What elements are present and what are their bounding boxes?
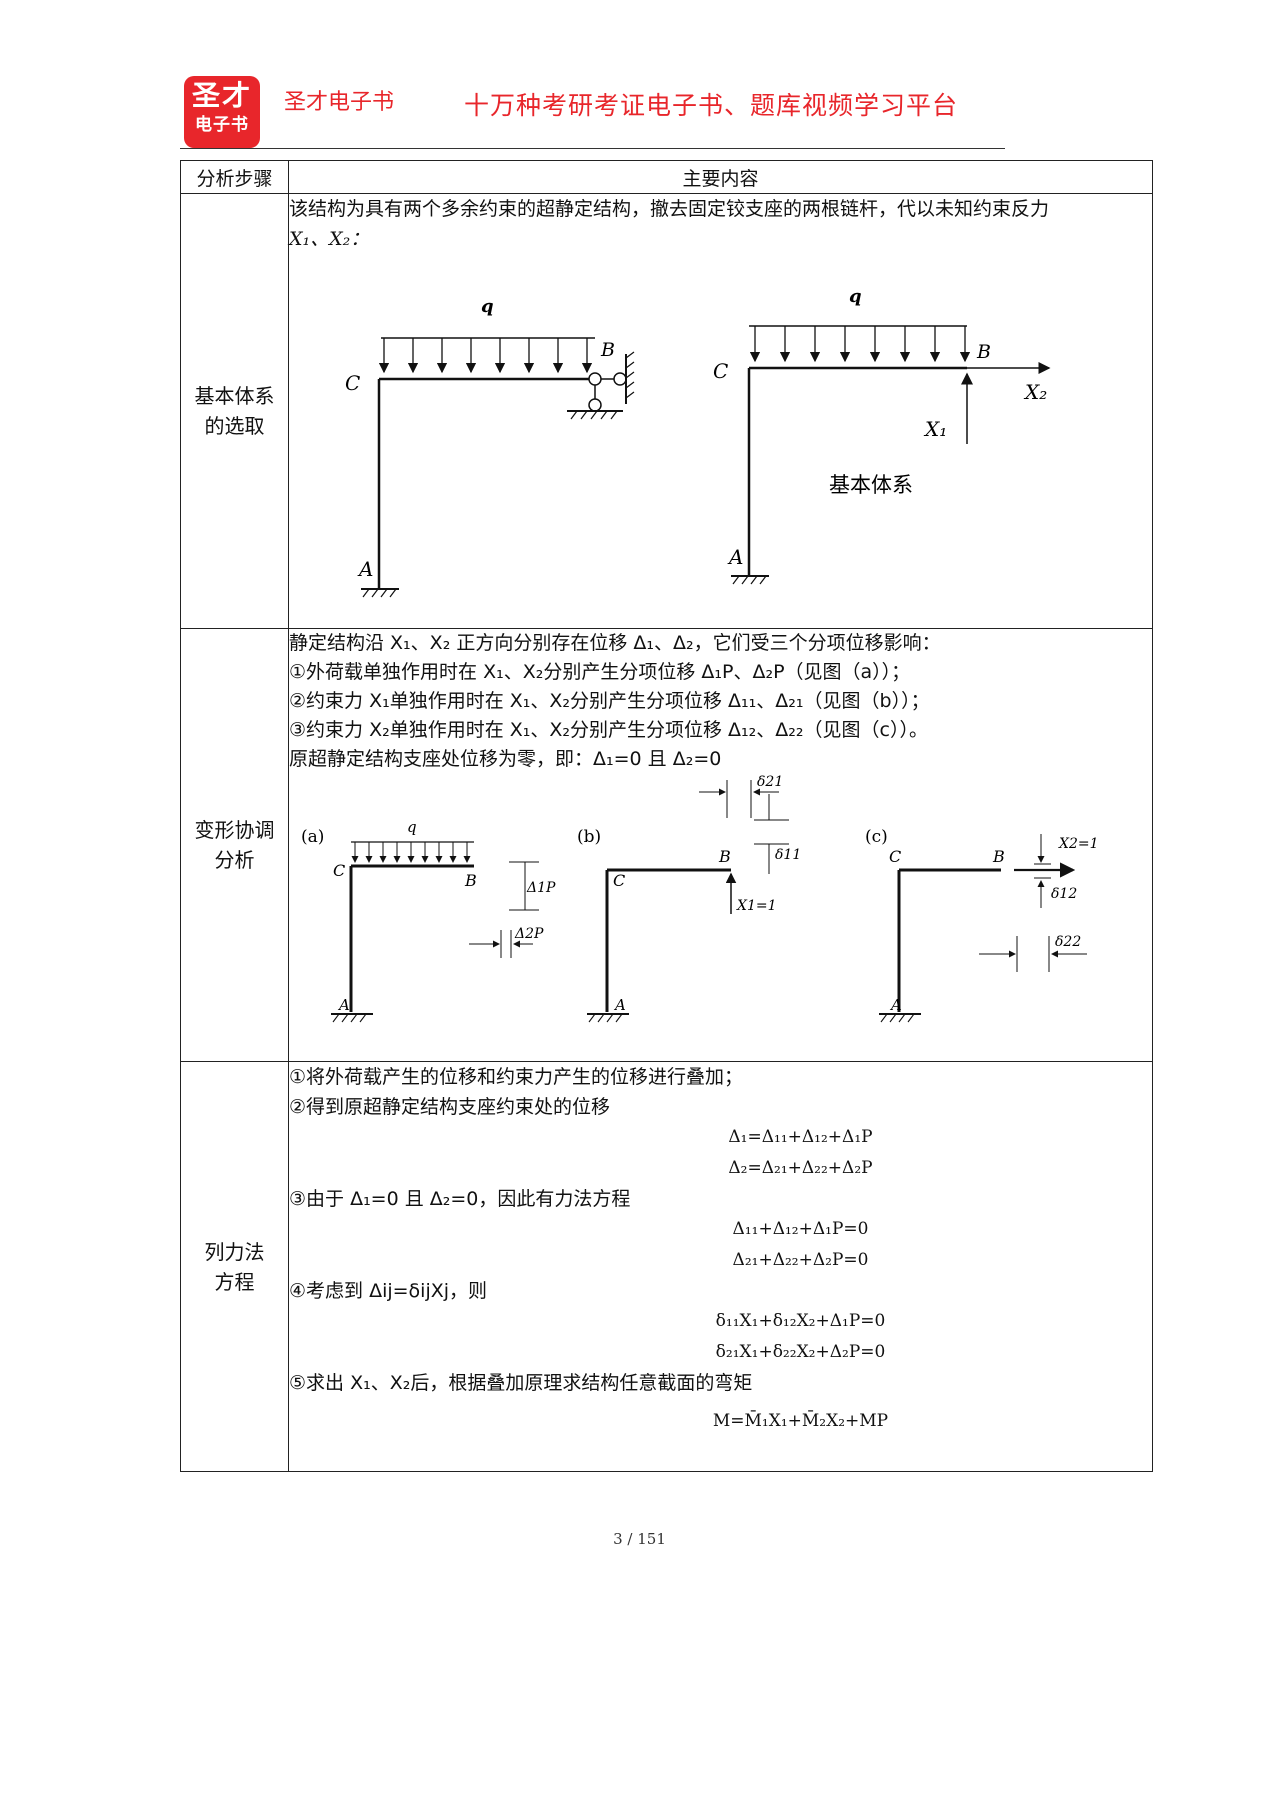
table-row: 列力法方程 ①将外荷载产生的位移和约束力产生的位移进行叠加； ②得到原超静定结构… (180, 1061, 1153, 1472)
fig-a-d2p: Δ2P (514, 926, 544, 942)
brand-name: 圣才电子书 (284, 90, 395, 115)
page-number: 3 / 151 (613, 1530, 666, 1548)
figure-a: (a) (301, 818, 556, 1023)
equation-5: δ₁₁X₁+δ₁₂X₂+Δ₁P=0 (715, 1311, 886, 1331)
page-header: 圣才 电子书 圣才电子书 十万种考研考证电子书、题库视频学习平台 (180, 72, 1005, 152)
right-x2-label: X₂ (1023, 380, 1047, 404)
left-a-label: A (357, 557, 373, 581)
fig-a-d1p: Δ1P (526, 880, 556, 896)
table-row: 基本体系的选取 该结构为具有两个多余约束的超静定结构，撤去固定铰支座的两根链杆，… (180, 193, 1153, 629)
row1-step-label: 基本体系的选取 (194, 384, 275, 438)
table-header-row: 分析步骤 主要内容 (180, 160, 1153, 194)
figure-c: (c) C B A X2=1 δ12 (865, 827, 1099, 1023)
fig-b-d21: δ21 (757, 774, 783, 790)
fig-a-b: B (464, 871, 477, 890)
row1-text1: 该结构为具有两个多余约束的超静定结构，撤去固定铰支座的两根链杆，代以未知约束反力 (289, 198, 1050, 220)
fig-a-q: q (407, 818, 417, 836)
deformation-figures: (a) (301, 774, 1099, 1023)
row2-step: 变形协调分析 (180, 628, 289, 1062)
fig-b-b: B (718, 847, 731, 866)
row2-line3: ②约束力 X₁单独作用时在 X₁、X₂分别产生分项位移 Δ₁₁、Δ₂₁（见图（b… (289, 690, 930, 712)
row3-s2: ②得到原超静定结构支座约束处的位移 (289, 1096, 611, 1118)
right-a-label: A (727, 545, 743, 569)
logo-line1: 圣才 (191, 79, 252, 112)
brand-logo: 圣才 电子书 (184, 76, 260, 148)
row1-content: 该结构为具有两个多余约束的超静定结构，撤去固定铰支座的两根链杆，代以未知约束反力… (288, 193, 1153, 629)
fig-c-d22: δ22 (1055, 934, 1081, 950)
fig-b-d11: δ11 (775, 847, 801, 863)
row3-s5: ⑤求出 X₁、X₂后，根据叠加原理求结构任意截面的弯矩 (289, 1372, 753, 1394)
equation-2: Δ₂=Δ₂₁+Δ₂₂+Δ₂P (728, 1158, 873, 1178)
row2-step-label: 变形协调分析 (194, 818, 275, 872)
row3-step: 列力法方程 (180, 1061, 289, 1472)
original-structure: q B C A (345, 296, 635, 598)
header-divider (180, 148, 1005, 149)
fig-b-tag: (b) (577, 827, 601, 847)
row2-line5: 原超静定结构支座处位移为零，即：Δ₁=0 且 Δ₂=0 (289, 748, 722, 770)
header-step: 分析步骤 (180, 160, 289, 194)
equation-7: M=M̄₁X₁+M̄₂X₂+MP (712, 1411, 889, 1431)
equation-6: δ₂₁X₁+δ₂₂X₂+Δ₂P=0 (715, 1342, 886, 1362)
fig-c-tag: (c) (865, 827, 888, 847)
logo-line2: 电子书 (195, 115, 249, 135)
right-c-label: C (713, 359, 728, 383)
analysis-table: 分析步骤 主要内容 基本体系的选取 该结构为具有两个多余约束的超静定结构，撤去固… (180, 160, 1153, 1472)
fig-c-a: A (889, 996, 902, 1014)
fig-b-x1: X1=1 (736, 898, 777, 914)
right-b-label: B (976, 341, 991, 363)
left-b-label: B (600, 339, 615, 361)
row3-s3: ③由于 Δ₁=0 且 Δ₂=0，因此有力法方程 (289, 1188, 631, 1210)
equation-1: Δ₁=Δ₁₁+Δ₁₂+Δ₁P (728, 1127, 873, 1147)
row3-s1: ①将外荷载产生的位移和约束力产生的位移进行叠加； (289, 1066, 744, 1088)
fig-a-c: C (333, 861, 345, 880)
right-x1-label: X₁ (923, 417, 947, 441)
fig-b-a: A (613, 996, 626, 1014)
header-slogan: 十万种考研考证电子书、题库视频学习平台 (464, 91, 959, 120)
row1-text2: X₁、X₂： (289, 228, 370, 250)
equation-3: Δ₁₁+Δ₁₂+Δ₁P=0 (732, 1219, 869, 1239)
figure-b: (b) C B A X1=1 δ11 (577, 774, 801, 1023)
fig-c-d12: δ12 (1051, 886, 1077, 902)
left-q-label: q (481, 296, 494, 317)
row2-line2: ①外荷载单独作用时在 X₁、X₂分别产生分项位移 Δ₁P、Δ₂P（见图（a））； (289, 661, 911, 683)
row3-s4: ④考虑到 Δij=δijXj，则 (289, 1280, 488, 1302)
basic-system: q B C A X₁ X₂ 基本体系 (713, 286, 1051, 585)
fig-a-a: A (337, 996, 350, 1014)
row3-content: ①将外荷载产生的位移和约束力产生的位移进行叠加； ②得到原超静定结构支座约束处的… (288, 1061, 1153, 1472)
fig-c-b: B (992, 847, 1005, 866)
basic-system-figure: q B C A (345, 286, 1051, 598)
basic-system-caption: 基本体系 (829, 473, 913, 497)
row3-step-label: 列力法方程 (204, 1239, 265, 1294)
right-q-label: q (849, 286, 862, 307)
header-content: 主要内容 (288, 160, 1153, 194)
row2-line4: ③约束力 X₂单独作用时在 X₁、X₂分别产生分项位移 Δ₁₂、Δ₂₂（见图（c… (289, 719, 928, 741)
table-row: 变形协调分析 静定结构沿 X₁、X₂ 正方向分别存在位移 Δ₁、Δ₂，它们受三个… (180, 628, 1153, 1062)
row2-content: 静定结构沿 X₁、X₂ 正方向分别存在位移 Δ₁、Δ₂，它们受三个分项位移影响：… (288, 628, 1153, 1062)
fig-b-c: C (613, 871, 625, 890)
fig-c-c: C (889, 847, 901, 866)
fig-a-tag: (a) (301, 827, 324, 847)
left-c-label: C (345, 371, 360, 395)
equation-4: Δ₂₁+Δ₂₂+Δ₂P=0 (732, 1250, 869, 1270)
row2-line1: 静定结构沿 X₁、X₂ 正方向分别存在位移 Δ₁、Δ₂，它们受三个分项位移影响： (289, 632, 941, 654)
row1-step: 基本体系的选取 (180, 193, 289, 629)
fig-c-x2: X2=1 (1058, 836, 1099, 852)
